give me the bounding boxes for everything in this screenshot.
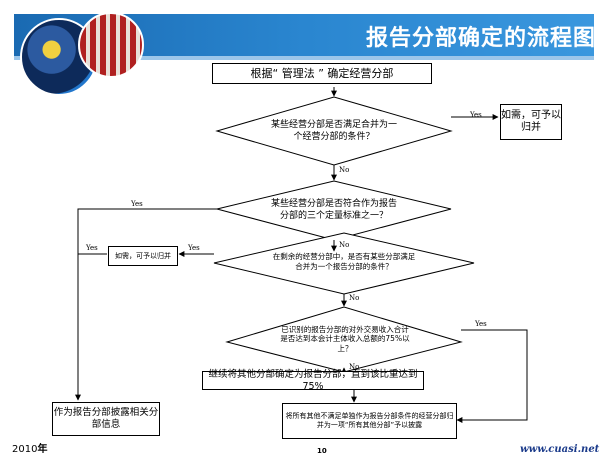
footer-year: 2010年 [12,444,48,455]
yes-label-d2: Yes [131,200,143,208]
columns-photo-logo [78,12,144,78]
yes-label-d4: Yes [475,320,487,328]
decision-diamond-4 [225,306,463,373]
page-number: 10 [317,447,327,455]
decision-4-text: 已识别的报告分部的对外交易收入合计是否达到本会计主体收入总额的75%以上？ [280,324,410,353]
decision-diamond-3 [213,232,475,295]
all-others-box: 将所有其他不满足单独作为报告分部条件的经营分部归并为一项“所有其他分部”予以披露 [282,403,457,439]
merge-box-right: 如需，可予以归并 [500,104,562,140]
no-label-d1: No [339,166,350,174]
start-box: 根据“ 管理法 ” 确定经营分部 [212,63,432,84]
decision-3-text: 在剩余的经营分部中，是否有某些分部满足合并为一个报告分部的条件？ [272,252,416,271]
no-label-d3: No [349,294,360,302]
arrow-d2-yes [75,208,217,401]
no-label-d4: No [349,363,360,371]
no-label-d2: No [339,241,350,249]
arrow-d4-yes [456,329,528,423]
decision-1-text: 某些经营分部是否满足合并为一个经营分部的条件？ [270,120,397,142]
yes-label-d3-left: Yes [86,244,98,252]
page-title: 报告分部确定的流程图 [365,26,596,51]
continue-box: 继续将其他分部确定为报告分部，直到该比重达到75% [202,369,424,392]
site-logo-text: www.cuasi.net [520,444,600,455]
decision-diamond-1 [215,96,453,166]
decision-2-text: 某些经营分部是否符合作为报告分部的三个定量标准之一？ [270,199,397,221]
decision-diamond-2 [216,180,452,241]
yes-label-d3: Yes [188,244,200,252]
disclose-box: 作为报告分部披露相关分部信息 [52,402,160,436]
banner-strip [14,56,594,60]
yes-label-d1: Yes [470,111,482,119]
merge-box-left: 如需，可予以归并 [108,246,178,266]
